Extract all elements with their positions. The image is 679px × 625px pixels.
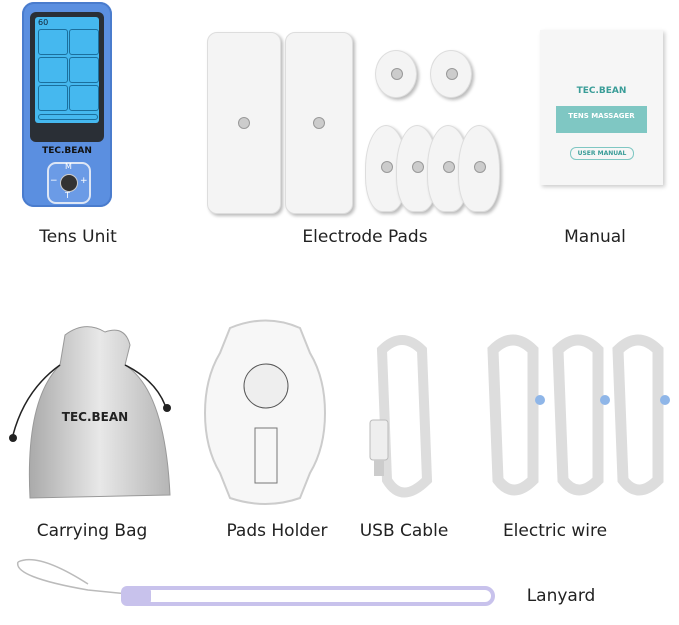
manual-image: TEC.BEAN TENS MASSAGER USER MANUAL bbox=[540, 30, 663, 185]
tens-screen: 60 bbox=[30, 12, 104, 142]
manual-label: Manual bbox=[564, 227, 626, 247]
pads-holder-image bbox=[203, 319, 327, 505]
lanyard-label: Lanyard bbox=[526, 586, 596, 606]
usb-cable-image bbox=[369, 335, 433, 498]
bag-brand: TEC.BEAN bbox=[61, 410, 129, 424]
manual-badge: USER MANUAL bbox=[570, 147, 634, 160]
pads-holder-label: Pads Holder bbox=[226, 521, 328, 541]
manual-title: TENS MASSAGER bbox=[556, 106, 647, 133]
carrying-bag-image bbox=[9, 326, 171, 499]
lcd-display: 60 bbox=[35, 17, 99, 123]
lanyard-image bbox=[17, 558, 495, 606]
tens-unit-label: Tens Unit bbox=[39, 227, 117, 247]
electrode-pads-label: Electrode Pads bbox=[302, 227, 428, 247]
unit-brand: TEC.BEAN bbox=[42, 146, 92, 156]
manual-brand: TEC.BEAN bbox=[576, 86, 627, 96]
usb-cable-label: USB Cable bbox=[359, 521, 449, 541]
electric-wire-image bbox=[487, 334, 670, 496]
control-pad: M T − + bbox=[47, 162, 91, 204]
tens-unit-image: 60 TEC.BEAN M T − + bbox=[22, 2, 112, 207]
timer-readout: 60 bbox=[38, 18, 49, 27]
carrying-bag-label: Carrying Bag bbox=[36, 521, 148, 541]
electric-wire-label: Electric wire bbox=[502, 521, 608, 541]
